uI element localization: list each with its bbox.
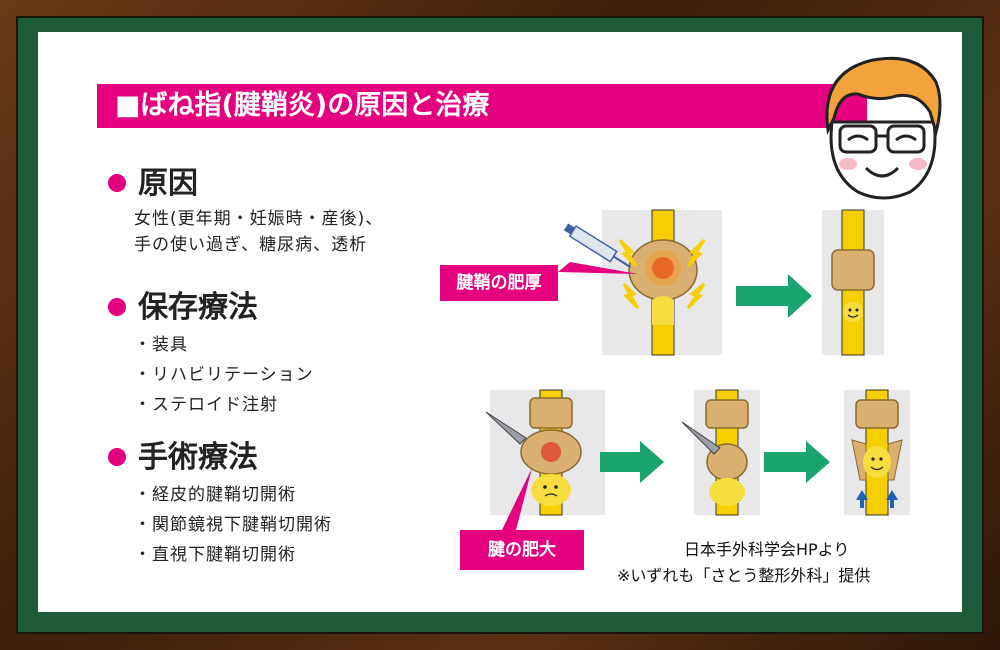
treatment-illustration [485, 209, 910, 530]
image-credit: ※いずれも「さとう整形外科」提供 [617, 566, 871, 585]
sheath-thickening-label: 腱鞘の肥厚 [440, 265, 558, 301]
page-title: ■ばね指(腱鞘炎)の原因と治療 [97, 84, 867, 128]
tendon-enlargement-label: 腱の肥大 [460, 530, 584, 570]
thickened-sheath-panel [563, 209, 722, 356]
bullet-dot [108, 297, 126, 316]
list-item: ・経皮的腱鞘切開術 [134, 485, 296, 505]
list-item: ・関節鏡視下腱鞘切開術 [134, 515, 332, 535]
white-card [38, 32, 962, 612]
list-item: ・ステロイド注射 [134, 395, 278, 415]
label-pointer [558, 262, 638, 274]
surgery-list: ・経皮的腱鞘切開術 ・関節鏡視下腱鞘切開術 ・直視下腱鞘切開術 [134, 480, 332, 570]
doctor-face-icon [825, 56, 942, 200]
surgery-cut-panel [681, 389, 760, 516]
conservative-list: ・装具 ・リハビリテーション ・ステロイド注射 [134, 330, 314, 420]
bullet-dot [108, 447, 126, 466]
bullet-dot [108, 173, 126, 192]
surgery-heading: 手術療法 [108, 432, 258, 476]
after-injection-panel [822, 209, 884, 356]
released-sheath-panel [844, 389, 910, 516]
list-item: ・装具 [134, 335, 188, 355]
enlarged-tendon-panel [485, 389, 605, 516]
label-pointer [502, 468, 532, 530]
conservative-heading: 保存療法 [108, 282, 258, 326]
list-item: ・直視下腱鞘切開術 [134, 545, 296, 565]
list-item: ・リハビリテーション [134, 365, 314, 385]
source-credit: 日本手外科学会HPより [684, 540, 850, 559]
cause-heading: 原因 [108, 158, 198, 202]
cause-text: 女性(更年期・妊娠時・産後)、 手の使い過ぎ、糖尿病、透析 [134, 209, 384, 255]
